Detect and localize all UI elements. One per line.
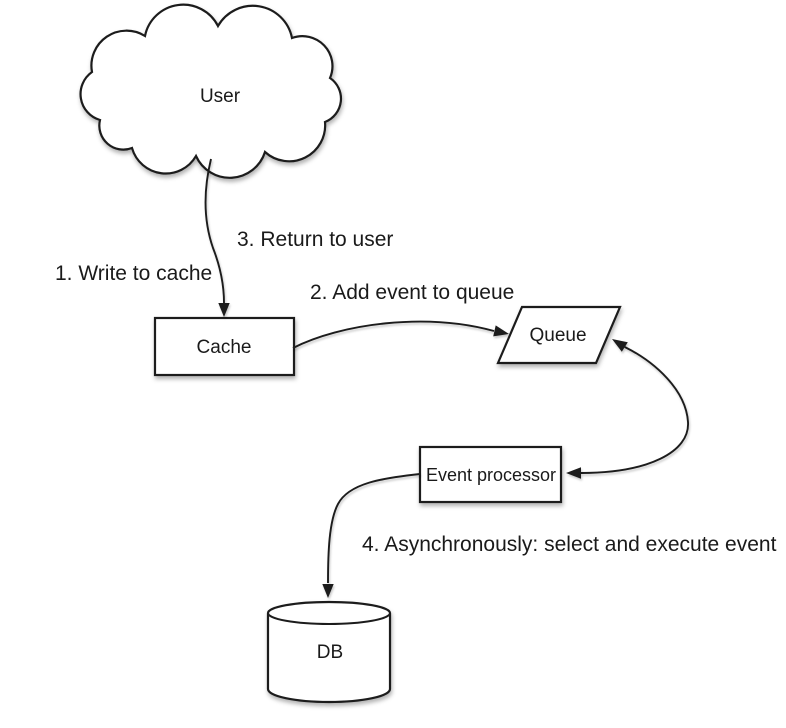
db-node: DB: [266, 600, 392, 704]
arrowhead-into-cache: [218, 303, 230, 317]
edge-user-to-cache: [204, 158, 230, 317]
db-label: DB: [317, 642, 343, 663]
arrowhead-into-queue-left: [493, 325, 509, 337]
annotation-step1: 1. Write to cache: [55, 262, 212, 285]
event-processor-box: [418, 445, 563, 504]
user-label: User: [200, 86, 241, 107]
event-processor-label: Event processor: [426, 465, 556, 485]
arrowhead-into-queue-right: [612, 339, 628, 352]
edge-cache-to-queue-line: [292, 320, 495, 349]
annotation-step2: 2. Add event to queue: [310, 281, 514, 304]
queue-label: Queue: [529, 325, 586, 346]
annotation-step3: 3. Return to user: [237, 228, 393, 251]
queue-node: Queue: [496, 305, 622, 365]
user-cloud-node: User: [79, 3, 343, 179]
arrowhead-into-event-processor: [566, 467, 581, 479]
cache-label: Cache: [197, 337, 252, 358]
db-cylinder: [266, 600, 392, 704]
edge-queue-event-processor: [566, 339, 689, 479]
arrowhead-into-db: [322, 584, 334, 598]
annotation-step4: 4. Asynchronously: select and execute ev…: [362, 533, 777, 556]
edge-user-to-cache-line: [204, 158, 225, 304]
cloud-shape: [79, 3, 343, 179]
event-processor-node: Event processor: [418, 445, 563, 504]
edge-event-processor-to-db-line: [327, 473, 421, 584]
edge-queue-event-processor-line: [580, 346, 689, 474]
cache-node: Cache: [153, 316, 296, 377]
edge-cache-to-queue: [292, 320, 509, 349]
queue-parallelogram: [496, 305, 622, 365]
db-cylinder-rim: [267, 612, 391, 625]
edge-event-processor-to-db: [322, 473, 421, 598]
